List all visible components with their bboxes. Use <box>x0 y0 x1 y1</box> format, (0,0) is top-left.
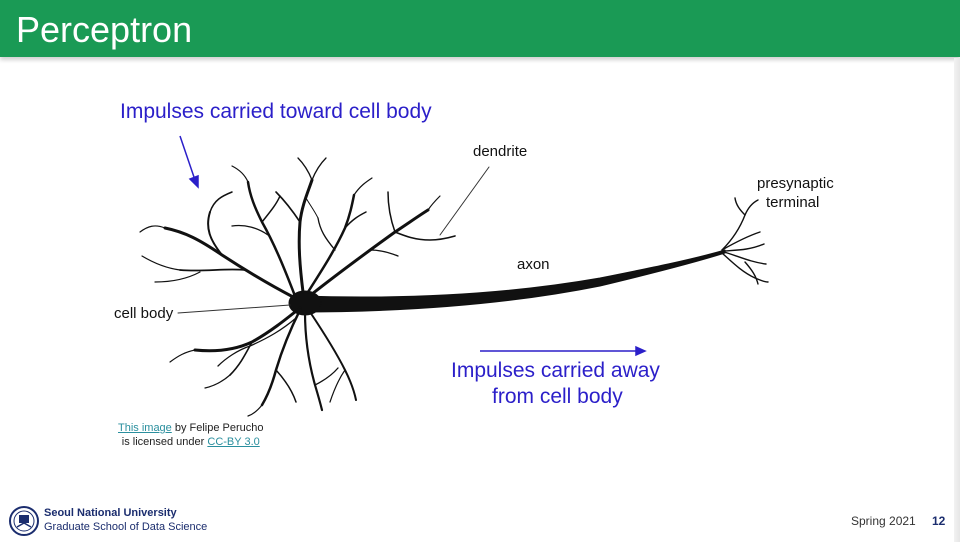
presynaptic-terminal-shape <box>721 197 769 285</box>
label-presynaptic: presynaptic <box>757 175 834 192</box>
school-name: Graduate School of Data Science <box>44 521 208 533</box>
credit-license-link[interactable]: CC-BY 3.0 <box>207 436 260 448</box>
university-name: Seoul National University <box>44 507 177 519</box>
term-label: Spring 2021 <box>851 514 916 528</box>
arrow-away-head <box>635 345 647 357</box>
label-impulses-away-1: Impulses carried away <box>451 359 660 382</box>
arrow-toward-line <box>179 135 196 181</box>
title-bar: Perceptron <box>0 0 960 57</box>
label-terminal: terminal <box>766 194 820 211</box>
credit-license-prefix: is licensed under <box>121 436 208 448</box>
arrow-toward-head <box>188 174 199 189</box>
university-logo-icon <box>9 506 39 536</box>
label-cell-body: cell body <box>114 305 174 322</box>
image-credit: This image by Felipe Perucho is licensed… <box>118 421 264 449</box>
label-axon: axon <box>517 256 550 273</box>
slide-title: Perceptron <box>16 9 193 50</box>
dendrite-upper-right <box>310 191 456 296</box>
dendrite-pointer-line <box>439 166 490 236</box>
axon-shape <box>299 249 726 313</box>
dendrite-upper-left <box>139 165 297 300</box>
page-number: 12 <box>932 514 946 528</box>
dendrite-upper-middle <box>275 157 373 294</box>
label-impulses-toward: Impulses carried toward cell body <box>120 100 432 123</box>
label-dendrite: dendrite <box>473 143 528 160</box>
credit-author: by Felipe Perucho <box>171 422 264 434</box>
dendrite-lower <box>169 306 357 417</box>
cell-body-pointer-line <box>177 304 291 314</box>
credit-image-link[interactable]: This image <box>118 422 172 434</box>
label-impulses-away-2: from cell body <box>492 385 623 408</box>
slide-edge <box>954 58 960 542</box>
